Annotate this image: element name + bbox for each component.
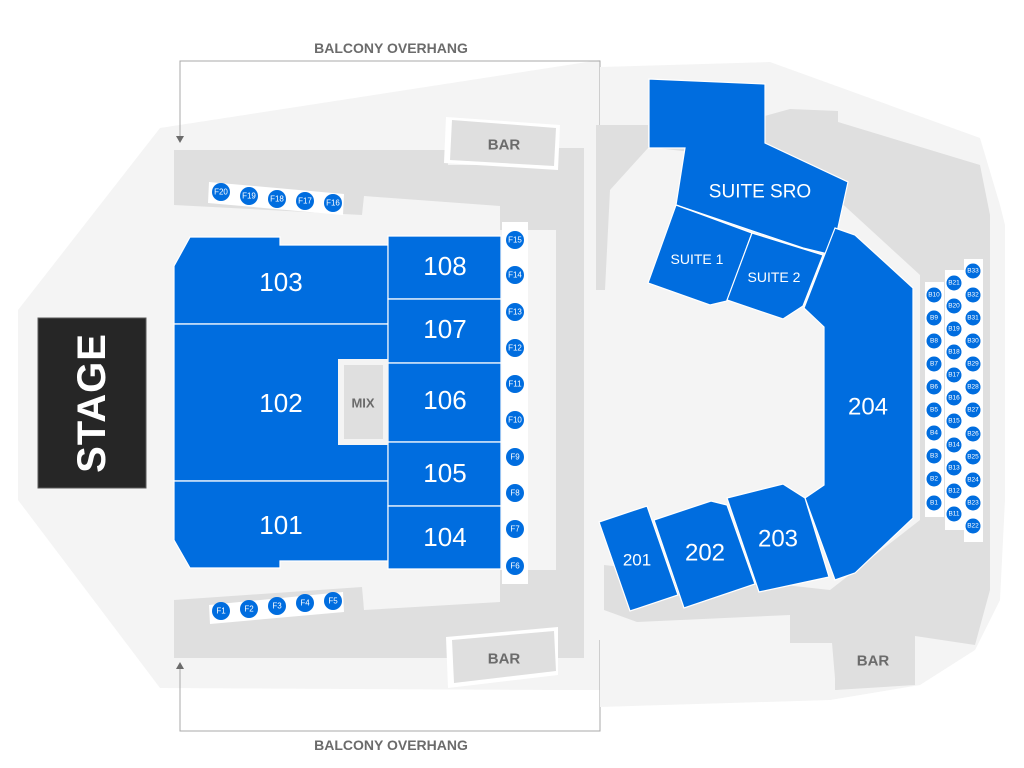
seat-f19[interactable] bbox=[240, 187, 258, 205]
seat-b32[interactable] bbox=[965, 287, 981, 303]
floor-sections: 103 102 101 108 107 106 105 104 bbox=[173, 235, 502, 570]
seat-f2[interactable] bbox=[240, 600, 258, 618]
seat-f8[interactable] bbox=[506, 484, 524, 502]
stage bbox=[37, 317, 147, 489]
section-201[interactable] bbox=[598, 505, 679, 612]
seat-f3[interactable] bbox=[268, 597, 286, 615]
balcony-overhang-top-label: BALCONY OVERHANG bbox=[314, 40, 468, 56]
seat-b29[interactable] bbox=[965, 356, 981, 372]
seat-b10[interactable] bbox=[926, 287, 942, 303]
seat-b2[interactable] bbox=[926, 471, 942, 487]
section-106[interactable] bbox=[387, 362, 502, 443]
balcony-concourse bbox=[596, 109, 990, 690]
seat-b12[interactable] bbox=[946, 483, 962, 499]
right-concourse bbox=[556, 148, 584, 658]
seat-f5[interactable] bbox=[324, 592, 342, 610]
seat-f17[interactable] bbox=[296, 192, 314, 210]
seat-f16[interactable] bbox=[324, 194, 342, 212]
bar-bottom-label: BAR bbox=[488, 651, 521, 668]
seat-f20[interactable] bbox=[212, 183, 230, 201]
stage-label: STAGE bbox=[70, 333, 114, 473]
seat-f10[interactable] bbox=[506, 411, 524, 429]
seat-b14[interactable] bbox=[946, 437, 962, 453]
seat-f4[interactable] bbox=[296, 594, 314, 612]
seat-b25[interactable] bbox=[965, 449, 981, 465]
seat-b28[interactable] bbox=[965, 379, 981, 395]
mix-position bbox=[344, 365, 383, 439]
section-104[interactable] bbox=[387, 505, 502, 570]
seat-b33[interactable] bbox=[965, 263, 981, 279]
seat-b23[interactable] bbox=[965, 495, 981, 511]
seat-f14[interactable] bbox=[506, 266, 524, 284]
seat-b5[interactable] bbox=[926, 402, 942, 418]
seat-f6[interactable] bbox=[506, 557, 524, 575]
seat-b7[interactable] bbox=[926, 356, 942, 372]
seat-f11[interactable] bbox=[506, 375, 524, 393]
mix-label: MIX bbox=[351, 396, 374, 411]
seat-b13[interactable] bbox=[946, 460, 962, 476]
seat-b1[interactable] bbox=[926, 495, 942, 511]
b-seat-strip-3 bbox=[964, 259, 983, 542]
section-suite-sro[interactable] bbox=[648, 78, 849, 256]
seat-b11[interactable] bbox=[946, 506, 962, 522]
seat-b26[interactable] bbox=[965, 426, 981, 442]
seat-b4[interactable] bbox=[926, 425, 942, 441]
seat-f1[interactable] bbox=[212, 602, 230, 620]
seat-b15[interactable] bbox=[946, 413, 962, 429]
section-108[interactable] bbox=[387, 235, 502, 300]
bar-right-label: BAR bbox=[857, 653, 890, 670]
seat-b19[interactable] bbox=[946, 321, 962, 337]
seat-f12[interactable] bbox=[506, 339, 524, 357]
section-suite-2[interactable] bbox=[726, 232, 824, 320]
top-concourse bbox=[174, 148, 584, 230]
seat-b17[interactable] bbox=[946, 367, 962, 383]
balcony-overhang-bottom-label: BALCONY OVERHANG bbox=[314, 737, 468, 753]
bar-bottom[interactable] bbox=[452, 631, 556, 683]
section-101[interactable] bbox=[173, 480, 389, 569]
seat-b16[interactable] bbox=[946, 390, 962, 406]
bar-top[interactable] bbox=[450, 120, 556, 166]
seat-b24[interactable] bbox=[965, 472, 981, 488]
section-203[interactable] bbox=[726, 483, 830, 593]
seat-f7[interactable] bbox=[506, 520, 524, 538]
bar-right[interactable] bbox=[832, 640, 914, 690]
seat-b22[interactable] bbox=[965, 518, 981, 534]
seat-f15[interactable] bbox=[506, 231, 524, 249]
seat-b9[interactable] bbox=[926, 310, 942, 326]
section-105[interactable] bbox=[387, 441, 502, 507]
section-103[interactable] bbox=[173, 236, 389, 325]
seat-b8[interactable] bbox=[926, 333, 942, 349]
seat-b30[interactable] bbox=[965, 333, 981, 349]
bar-top-label: BAR bbox=[488, 137, 521, 154]
seat-b27[interactable] bbox=[965, 402, 981, 418]
section-202[interactable] bbox=[653, 500, 756, 609]
seat-b20[interactable] bbox=[946, 298, 962, 314]
seat-b21[interactable] bbox=[946, 275, 962, 291]
seat-b3[interactable] bbox=[926, 448, 942, 464]
seat-f13[interactable] bbox=[506, 303, 524, 321]
section-107[interactable] bbox=[387, 298, 502, 364]
seat-b18[interactable] bbox=[946, 344, 962, 360]
seat-f18[interactable] bbox=[268, 190, 286, 208]
seat-f9[interactable] bbox=[506, 448, 524, 466]
section-204[interactable] bbox=[803, 227, 914, 581]
section-suite-1[interactable] bbox=[647, 204, 753, 306]
seat-b31[interactable] bbox=[965, 310, 981, 326]
seat-b6[interactable] bbox=[926, 379, 942, 395]
